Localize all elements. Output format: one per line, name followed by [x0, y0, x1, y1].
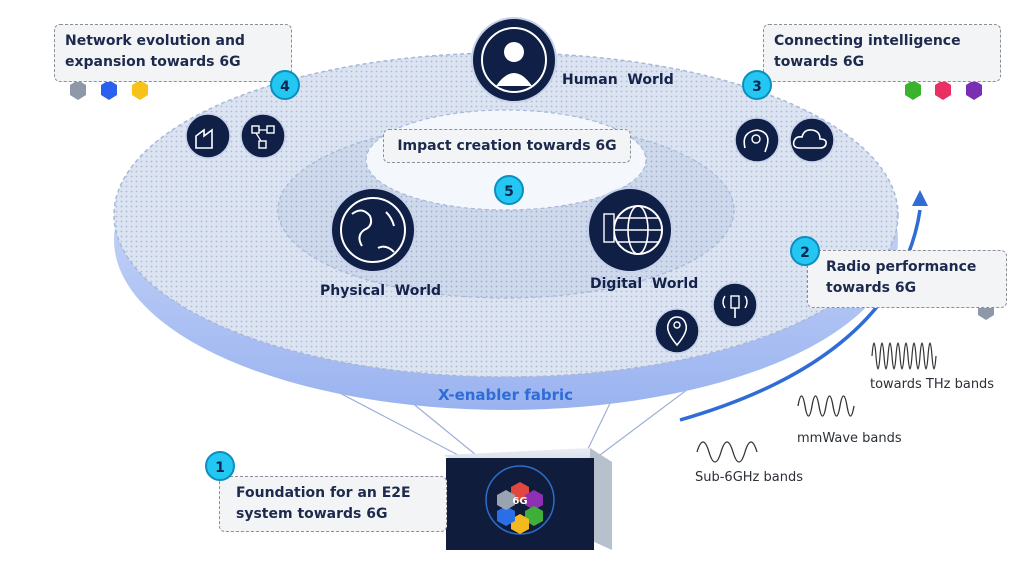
- mmwave-wave-icon: [797, 395, 855, 417]
- callout-line: system towards 6G: [236, 506, 388, 522]
- callout-line: Foundation for an E2E: [236, 485, 411, 501]
- factory-icon: [185, 113, 231, 159]
- physical-world-icon: [330, 187, 416, 273]
- antenna-icon: [712, 282, 758, 328]
- brain-gear-icon: [734, 117, 780, 163]
- callout4-hex-gray: [70, 80, 86, 100]
- cube-6g-label: 6G: [512, 496, 527, 507]
- callout-connecting-intelligence: Connecting intelligence towards 6G: [763, 24, 1001, 82]
- callout-line: Connecting intelligence: [774, 33, 961, 49]
- callout-line: towards 6G: [826, 280, 917, 296]
- physical-world-label: Physical World: [320, 283, 442, 299]
- callout-line: Network evolution and: [65, 33, 245, 49]
- number-badge-4: 4: [270, 70, 300, 100]
- number-badge-3: 3: [742, 70, 772, 100]
- sub6-wave-icon: [696, 441, 758, 463]
- callout-line: Impact creation towards 6G: [397, 138, 617, 154]
- number-badge-1: 1: [205, 451, 235, 481]
- platform: [113, 52, 899, 410]
- network-nodes-icon: [240, 113, 286, 159]
- x-enabler-fabric-label: X-enabler fabric: [438, 386, 574, 404]
- arrow-head: [912, 190, 928, 206]
- callout-foundation: Foundation for an E2E system towards 6G: [219, 476, 447, 532]
- cloud-icon: [789, 117, 835, 163]
- callout3-hex-purple: [966, 80, 982, 100]
- radio-evolution-arrow: [679, 209, 922, 422]
- callout-line: towards 6G: [774, 54, 865, 70]
- digital-world-icon: [587, 187, 673, 273]
- thz-wave-icon: [871, 342, 937, 370]
- number-badge-2: 2: [790, 236, 820, 266]
- callout-network-evolution: Network evolution and expansion towards …: [54, 24, 292, 82]
- callout3-hex-green: [905, 80, 921, 100]
- callout4-hex-yellow: [132, 80, 148, 100]
- callout-impact-creation: Impact creation towards 6G: [383, 129, 631, 163]
- callout-radio-performance: Radio performance towards 6G: [807, 250, 1007, 308]
- callout-line: Radio performance: [826, 259, 977, 275]
- sub6-bands-label: Sub-6GHz bands: [695, 470, 803, 485]
- digital-world-label: Digital World: [590, 276, 699, 292]
- callout4-hex-blue: [101, 80, 117, 100]
- thz-bands-label: towards THz bands: [870, 377, 995, 392]
- human-world-label: Human World: [562, 72, 674, 88]
- e2e-system-cube: 6G: [444, 448, 612, 550]
- human-world-icon: [471, 17, 557, 103]
- location-pin-icon: [654, 308, 700, 354]
- mmwave-bands-label: mmWave bands: [797, 431, 902, 446]
- projection-line: [599, 379, 701, 456]
- callout3-hex-pink: [935, 80, 951, 100]
- number-badge-5: 5: [494, 175, 524, 205]
- callout-line: expansion towards 6G: [65, 54, 241, 70]
